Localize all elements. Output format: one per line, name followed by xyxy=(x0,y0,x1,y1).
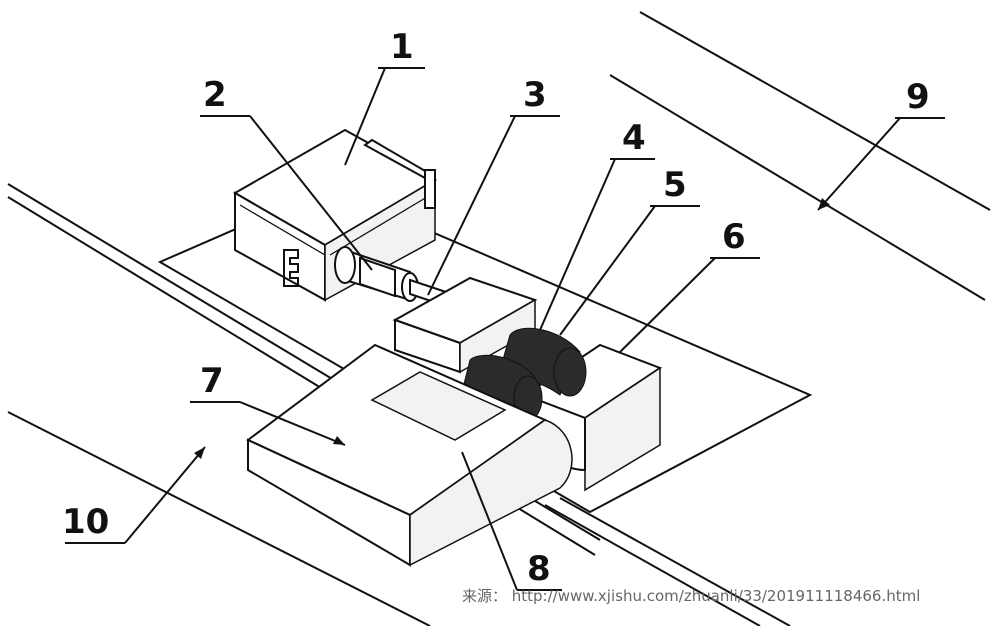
leader-lines xyxy=(65,67,945,591)
label-7: 7 xyxy=(200,361,224,401)
source-caption: 来源： http://www.xjishu.com/zhuanli/33/201… xyxy=(462,587,920,605)
label-8: 8 xyxy=(527,549,551,589)
label-3: 3 xyxy=(523,75,547,115)
label-6: 6 xyxy=(722,217,746,257)
part-7-housing xyxy=(246,343,573,567)
label-2: 2 xyxy=(203,75,227,115)
part-4-gear xyxy=(499,327,587,397)
label-4: 4 xyxy=(622,118,646,158)
label-9: 9 xyxy=(906,77,930,117)
label-5: 5 xyxy=(663,165,687,205)
label-1: 1 xyxy=(390,27,414,67)
part-9-plane xyxy=(609,11,991,301)
label-10: 10 xyxy=(62,502,109,542)
